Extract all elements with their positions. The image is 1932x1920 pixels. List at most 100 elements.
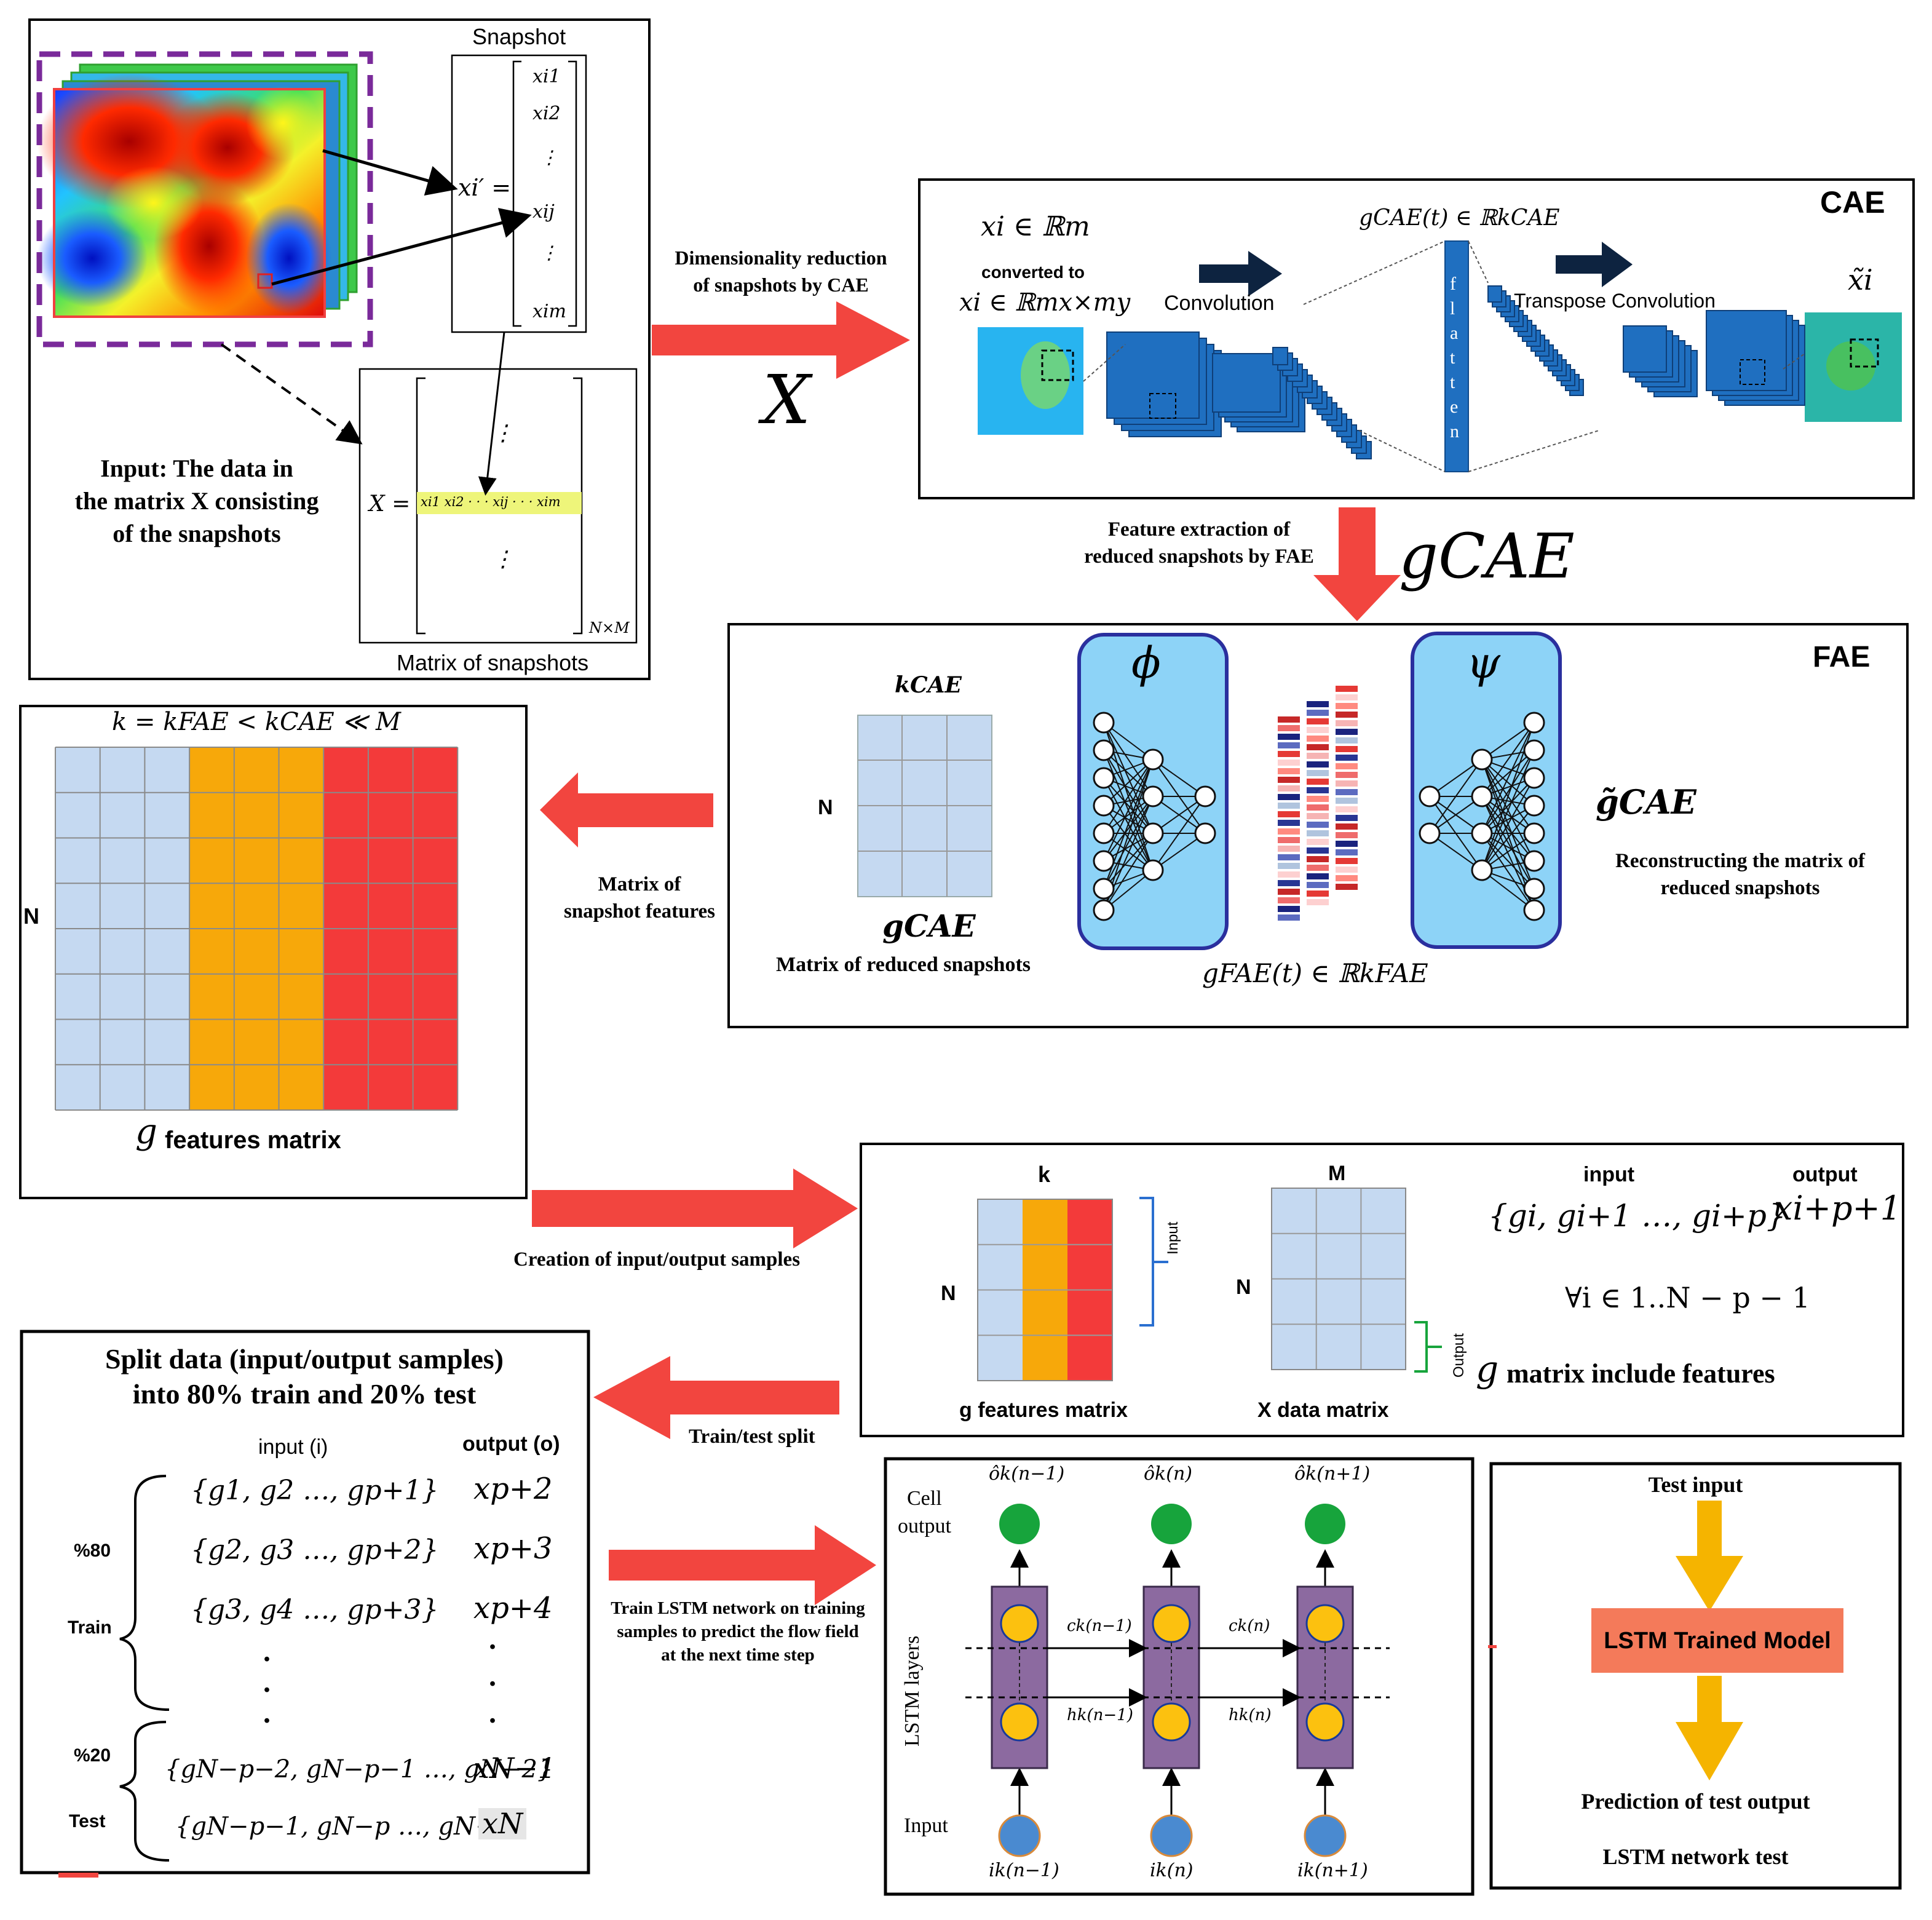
cell-output-line1: Cell	[907, 1487, 942, 1510]
lstm-gate-node	[1000, 1702, 1039, 1742]
h-label: hk(n−1)	[1067, 1706, 1133, 1724]
neuron-node	[1523, 899, 1545, 921]
latent-bar	[1336, 858, 1358, 864]
psi-symbol: ψ	[1467, 638, 1500, 688]
features-formula: k = kFAE < kCAE ≪ M	[112, 708, 401, 736]
deconv-block	[1623, 325, 1667, 373]
o-label: ôk(n+1)	[1294, 1463, 1371, 1485]
arrow-to-xij	[271, 208, 532, 286]
latent-bar	[1336, 746, 1358, 752]
split-output-header: output (o)	[462, 1432, 560, 1456]
g-features-caption: g features matrix	[959, 1398, 1128, 1422]
cell-output-line2: output	[898, 1515, 951, 1537]
latent-bar	[1336, 694, 1358, 700]
neuron-node	[1142, 859, 1164, 881]
latent-bar	[1307, 761, 1329, 768]
formula-output: xi+p+1	[1774, 1189, 1902, 1228]
neuron-node	[1093, 878, 1115, 900]
lstm-gate-node	[1305, 1604, 1345, 1643]
latent-feature-bars	[1278, 686, 1358, 921]
latent-bar	[1278, 768, 1300, 774]
phi-network	[1093, 712, 1216, 921]
latent-bar	[1307, 736, 1329, 742]
output-header: output	[1792, 1163, 1858, 1186]
latent-bar	[1307, 804, 1329, 811]
lstm-gate-node	[1152, 1604, 1191, 1643]
samples-m-label: M	[1328, 1162, 1346, 1185]
lstm-layers-label: LSTM layers	[901, 1635, 924, 1747]
latent-bar	[1336, 737, 1358, 744]
matrix-dots-bottom: ⋮	[492, 547, 514, 572]
step6-label-line1: Train LSTM network on training	[611, 1598, 865, 1618]
latent-bar	[1336, 763, 1358, 769]
latent-bar	[1278, 828, 1300, 835]
arrow-step6	[609, 1525, 876, 1605]
flow-arrows	[532, 301, 1401, 1605]
latent-bar	[1336, 789, 1358, 795]
output-vertical-label: Output	[1451, 1333, 1467, 1378]
split-row-output: xp+4	[473, 1591, 553, 1625]
flatten-letter: t	[1450, 347, 1455, 368]
latent-bar	[1307, 856, 1329, 862]
step3-label-line1: Matrix of	[598, 873, 681, 895]
step2-label-line1: Feature extraction of	[1107, 518, 1291, 541]
step5-label: Train/test split	[689, 1426, 815, 1448]
latent-bar	[1307, 718, 1329, 724]
fae-n-label: N	[818, 796, 833, 819]
lstm-panel	[884, 1457, 1475, 1896]
reduced-snapshots-grid	[857, 715, 992, 897]
split-row-input: {g3, g4 …, gp+3}	[191, 1594, 439, 1625]
i-label: ik(n)	[1150, 1860, 1194, 1881]
c-label: ck(n−1)	[1067, 1617, 1132, 1635]
x-small-grid	[1272, 1188, 1406, 1370]
vector-entry: ⋮	[540, 242, 558, 264]
forall-condition: ∀i ∈ 1..N − p − 1	[1565, 1281, 1810, 1314]
neuron-node	[1471, 859, 1493, 881]
neuron-node	[1523, 795, 1545, 817]
cae-transpose-label: Transpose Convolution	[1514, 290, 1716, 312]
cae-converted: converted to	[981, 263, 1085, 282]
split-row-output: xN−1	[473, 1751, 556, 1785]
o-label: ôk(n−1)	[989, 1463, 1065, 1485]
o-label: ôk(n)	[1144, 1463, 1192, 1485]
split-panel	[20, 1330, 590, 1878]
latent-bar	[1307, 727, 1329, 733]
features-matrix-panel	[19, 705, 528, 1199]
arrow-step1	[652, 301, 910, 379]
lstm-gate-node	[1152, 1702, 1191, 1742]
latent-bar	[1336, 841, 1358, 847]
deconv-block	[1487, 285, 1502, 303]
latent-bar	[1278, 725, 1300, 731]
latent-bar	[1278, 846, 1300, 852]
step1-x-symbol: X	[762, 360, 811, 439]
test-percent: %20	[74, 1745, 111, 1766]
split-row-input: {g1, g2 …, gp+1}	[191, 1475, 439, 1506]
lstm-input-node	[1150, 1814, 1193, 1857]
neuron-node	[1093, 795, 1115, 817]
latent-bar	[1336, 703, 1358, 709]
latent-bar	[1307, 796, 1329, 802]
train-percent: %80	[74, 1541, 111, 1561]
fae-g-cae: gCAE	[882, 908, 976, 944]
input-description-line1: Input: The data in	[100, 454, 293, 482]
prediction-label: Prediction of test output	[1581, 1789, 1810, 1814]
latent-bar	[1278, 785, 1300, 791]
latent-bar	[1278, 880, 1300, 886]
flatten-letter: a	[1450, 323, 1459, 343]
latent-bar	[1336, 823, 1358, 830]
test-panel	[1488, 1462, 1902, 1890]
test-brace	[119, 1721, 170, 1862]
latent-bar	[1307, 830, 1329, 836]
neuron-node	[1142, 748, 1164, 771]
latent-bar	[1307, 710, 1329, 716]
lstm-input-node	[1304, 1814, 1347, 1857]
h-label: hk(n)	[1229, 1706, 1272, 1724]
neuron-node	[1523, 850, 1545, 872]
lstm-trained-model-box	[1591, 1608, 1843, 1673]
transpose-arrow	[1556, 242, 1633, 287]
flow-field-image	[37, 74, 332, 317]
deconv-block	[1706, 310, 1787, 391]
latent-bar	[1278, 734, 1300, 740]
features-n-label: N	[23, 903, 39, 929]
